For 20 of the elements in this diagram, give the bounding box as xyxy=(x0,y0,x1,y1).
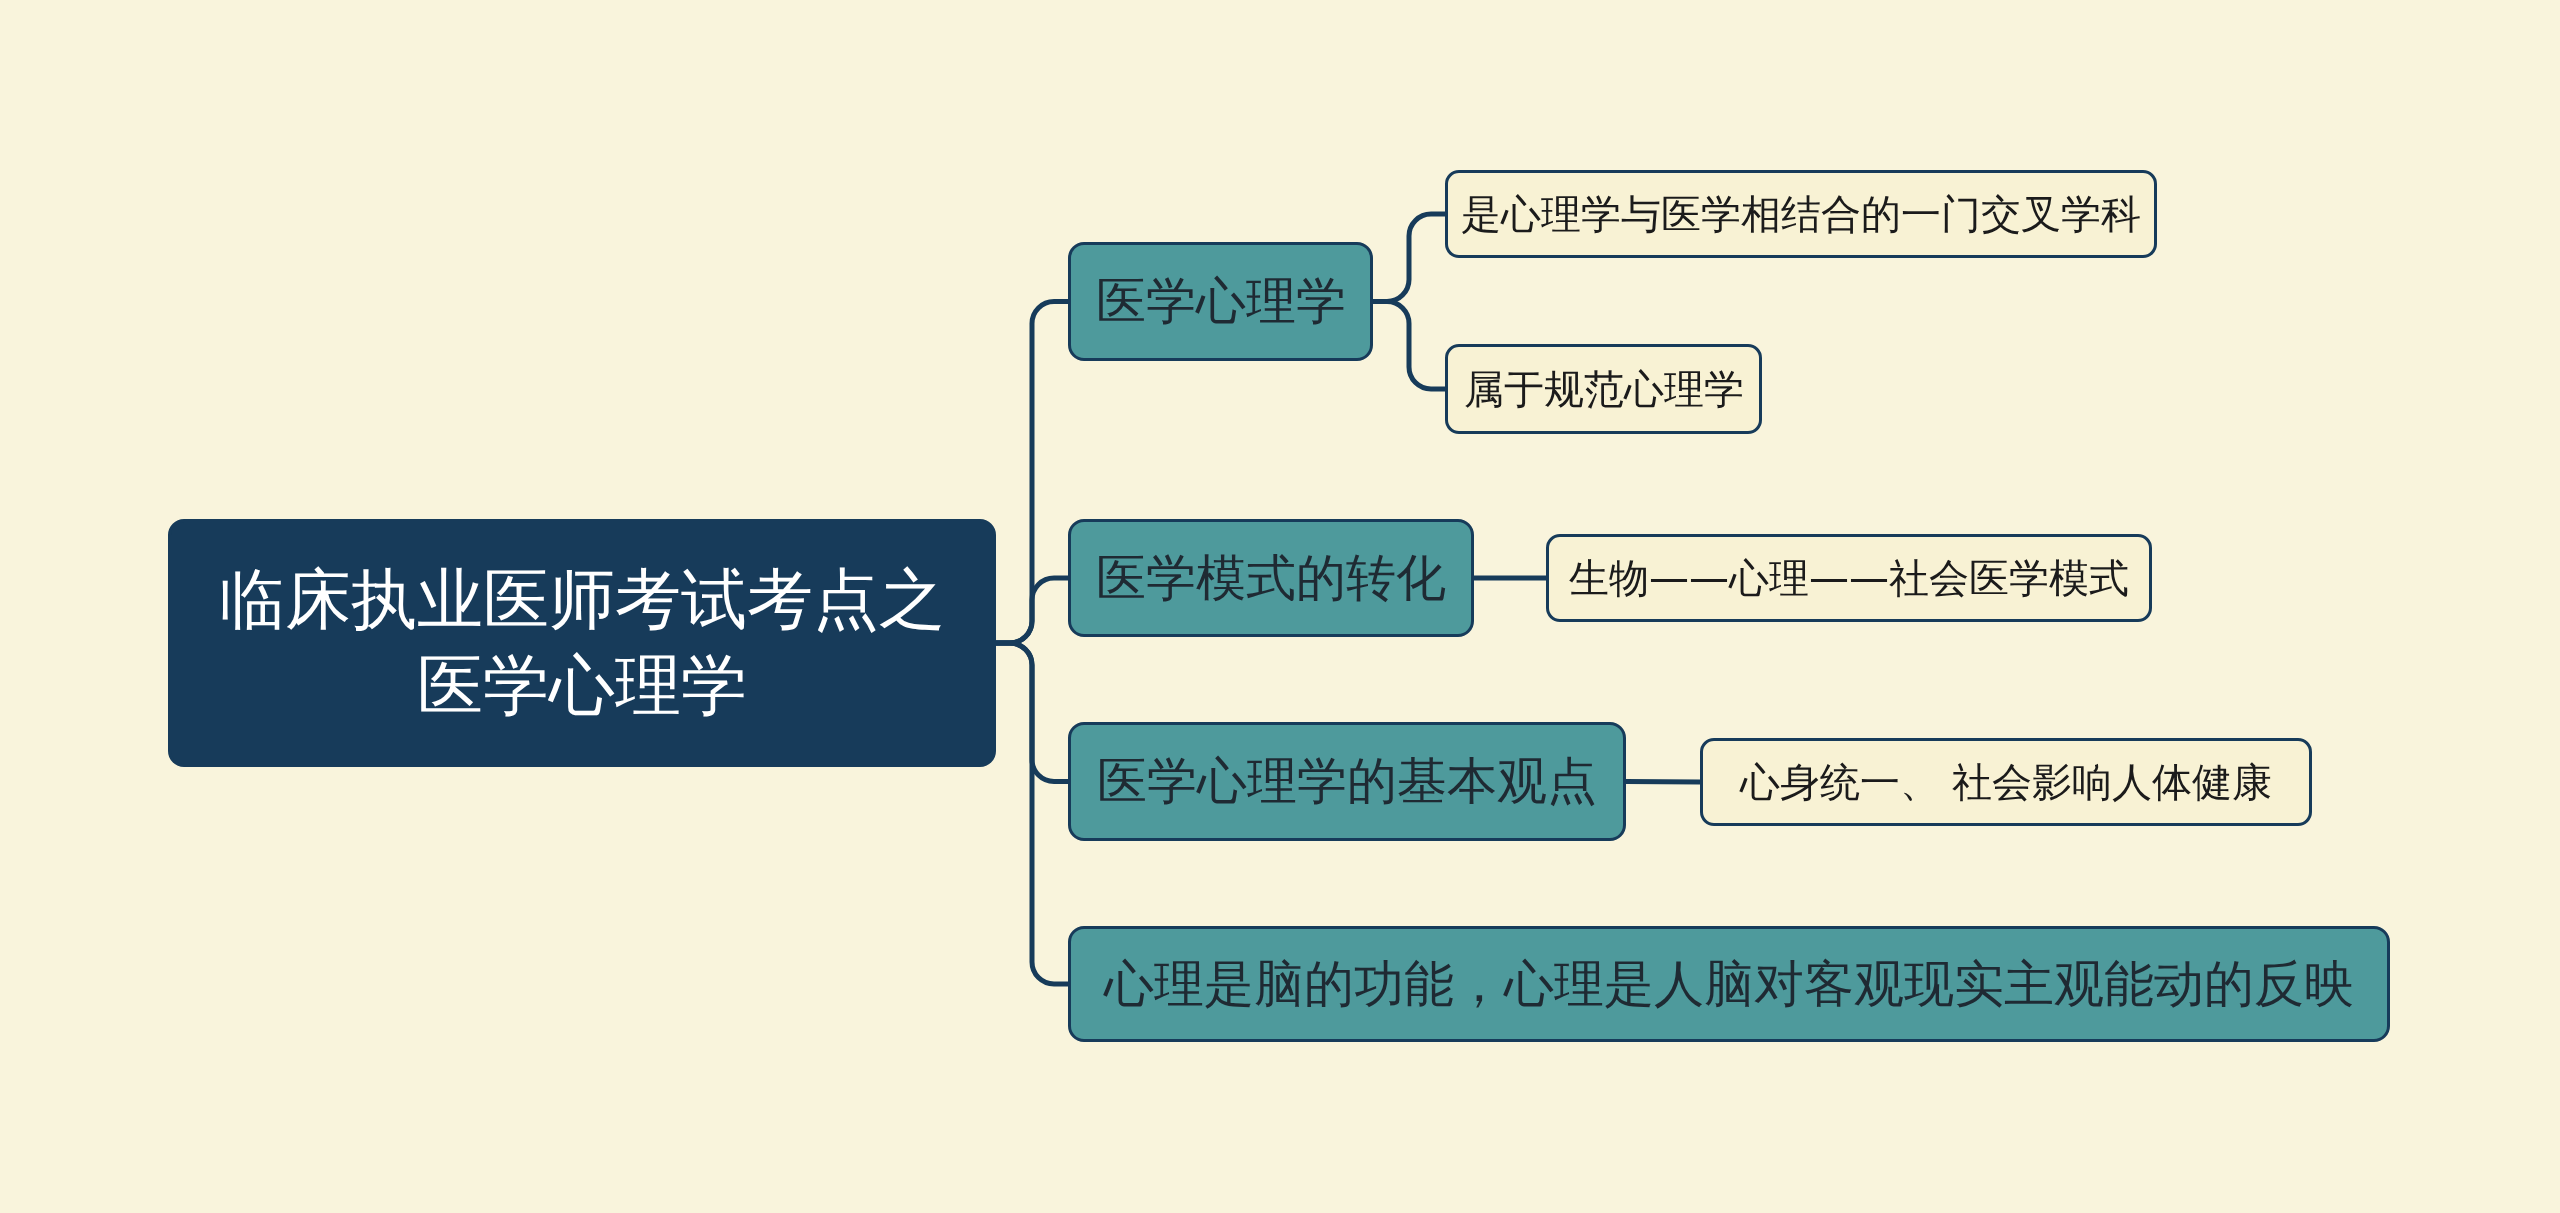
subtopic-text: 属于规范心理学 xyxy=(1463,364,1744,414)
topic-box xyxy=(1068,519,1474,637)
subtopic-text: 生物——心理——社会医学模式 xyxy=(1569,553,2129,603)
topic-box xyxy=(1068,722,1626,841)
subtopic-text: 是心理学与医学相结合的一门交叉学科 xyxy=(1461,189,2141,239)
subtopic-box xyxy=(1700,738,2312,826)
subtopic-box xyxy=(1546,534,2152,622)
topic-text: 医学心理学的基本观点 xyxy=(1097,751,1597,812)
subtopic-text: 心身统一、 社会影响人体健康 xyxy=(1739,757,2273,807)
subtopic-box xyxy=(1445,344,1762,434)
connector-line xyxy=(1626,779,1700,785)
topic-box xyxy=(1068,242,1373,361)
topic-box xyxy=(1068,926,2390,1042)
topic-text: 医学模式的转化 xyxy=(1096,547,1446,609)
root-topic-box xyxy=(168,519,996,767)
topic-text: 医学心理学 xyxy=(1095,271,1346,332)
root-topic-text: 临床执业医师考试考点之医学心理学 xyxy=(218,560,946,726)
topic-text: 心理是脑的功能，心理是人脑对客观现实主观能动的反映 xyxy=(1104,953,2354,1015)
connector-line xyxy=(1474,575,1546,581)
subtopic-box xyxy=(1445,170,2157,258)
